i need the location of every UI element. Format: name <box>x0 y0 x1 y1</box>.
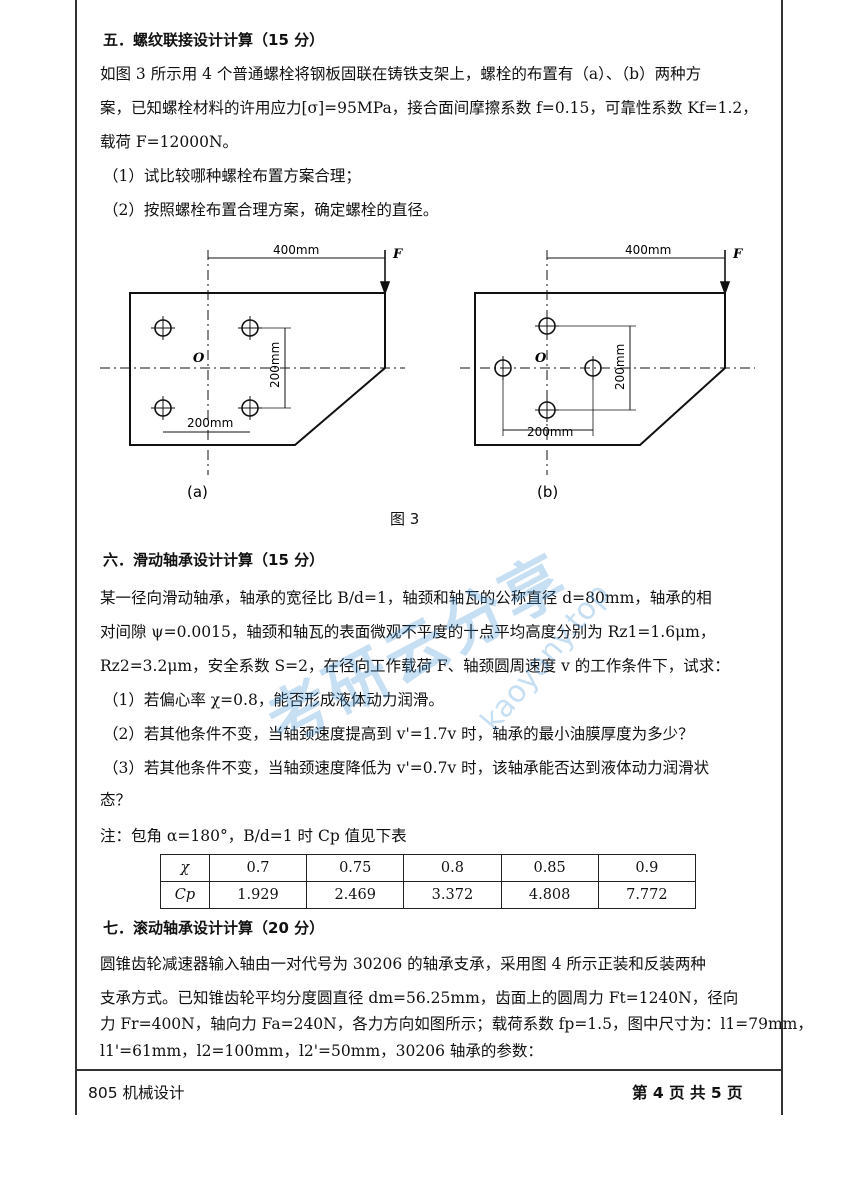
table-cell: χ <box>160 854 210 882</box>
right-border <box>781 0 783 1115</box>
fig-b-dim-horizontal: 200mm <box>527 425 573 439</box>
fig-b-dim-vertical: 200mm <box>613 344 627 390</box>
section-7-para-4: l1'=61mm，l2=100mm，l2'=50mm，30206 轴承的参数： <box>100 1042 543 1060</box>
section-6-title: 六．滑动轴承设计计算（15 分） <box>103 551 325 569</box>
table-cell: 3.372 <box>403 881 502 909</box>
section-5-title: 五．螺纹联接设计计算（15 分） <box>103 31 325 49</box>
fig-a-dim-400: 400mm <box>273 243 319 257</box>
section-7-para-1: 圆锥齿轮减速器输入轴由一对代号为 30206 的轴承支承，采用图 4 所示正装和… <box>100 955 706 973</box>
figure-3b: 400mm F O 200mm 200mm (b) <box>460 243 755 500</box>
table-cell: 0.8 <box>403 854 502 882</box>
section-5-question-2: （2）按照螺栓布置合理方案，确定螺栓的直径。 <box>103 201 439 219</box>
bottom-border <box>75 1069 782 1071</box>
fig-a-label: (a) <box>187 483 208 500</box>
table-cell: 1.929 <box>208 881 308 909</box>
fig-a-force-label: F <box>392 247 403 262</box>
table-cell: 2.469 <box>306 881 405 909</box>
fig-a-dim-horizontal: 200mm <box>187 416 233 430</box>
table-cell: 7.772 <box>597 881 697 909</box>
fig-a-origin: O <box>193 351 205 366</box>
section-6-question-2: （2）若其他条件不变，当轴颈速度提高到 v'=1.7v 时，轴承的最小油膜厚度为… <box>103 725 694 743</box>
cp-table: χ 0.7 0.75 0.8 0.85 0.9 Cp 1.929 2.469 3… <box>160 854 697 909</box>
section-5-para-1: 如图 3 所示用 4 个普通螺栓将钢板固联在铸铁支架上，螺栓的布置有（a）、（b… <box>100 65 702 83</box>
section-7-para-2: 支承方式。已知锥齿轮平均分度圆直径 dm=56.25mm，齿面上的圆周力 Ft=… <box>100 989 739 1007</box>
footer-page-number: 第 4 页 共 5 页 <box>632 1084 743 1102</box>
section-6-note: 注：包角 α=180°，B/d=1 时 Cp 值见下表 <box>100 827 407 845</box>
footer-course: 805 机械设计 <box>88 1084 185 1102</box>
fig-b-label: (b) <box>537 483 558 500</box>
table-cell: 0.75 <box>306 854 405 882</box>
section-5-question-1: （1）试比较哪种螺栓布置方案合理； <box>103 167 361 185</box>
table-row: Cp 1.929 2.469 3.372 4.808 7.772 <box>160 881 697 909</box>
section-5-para-3: 载荷 F=12000N。 <box>100 133 239 151</box>
section-6-para-1: 某一径向滑动轴承，轴承的宽径比 B/d=1，轴颈和轴瓦的公称直径 d=80mm，… <box>100 589 712 607</box>
figure-3a: 400mm F O 200mm 200mm (a) <box>100 243 405 500</box>
fig-b-force-label: F <box>732 247 743 262</box>
section-7-para-3: 力 Fr=400N，轴向力 Fa=240N，各力方向如图所示；载荷系数 fp=1… <box>100 1015 813 1033</box>
section-6-para-2: 对间隙 ψ=0.0015，轴颈和轴瓦的表面微观不平度的十点平均高度分别为 Rz1… <box>100 623 716 641</box>
section-6-question-3-cont: 态？ <box>100 791 132 809</box>
section-6-question-1: （1）若偏心率 χ=0.8，能否形成液体动力润滑。 <box>103 691 444 709</box>
table-cell: Cp <box>160 881 210 909</box>
table-cell: 0.9 <box>597 854 697 882</box>
fig-b-dim-400: 400mm <box>625 243 671 257</box>
fig-b-origin: O <box>535 351 547 366</box>
figure-caption: 图 3 <box>390 510 420 528</box>
table-cell: 0.85 <box>500 854 599 882</box>
section-6-para-3: Rz2=3.2μm，安全系数 S=2，在径向工作载荷 F、轴颈圆周速度 v 的工… <box>100 657 730 675</box>
section-6-question-3: （3）若其他条件不变，当轴颈速度降低为 v'=0.7v 时，该轴承能否达到液体动… <box>103 759 710 777</box>
fig-a-dim-vertical: 200mm <box>268 342 282 388</box>
table-cell: 4.808 <box>500 881 599 909</box>
table-cell: 0.7 <box>208 854 308 882</box>
left-border <box>75 0 77 1115</box>
section-7-title: 七．滚动轴承设计计算（20 分） <box>103 919 325 937</box>
table-row: χ 0.7 0.75 0.8 0.85 0.9 <box>160 854 697 882</box>
section-5-para-2: 案，已知螺栓材料的许用应力[σ]=95MPa，接合面间摩擦系数 f=0.15，可… <box>100 99 758 117</box>
